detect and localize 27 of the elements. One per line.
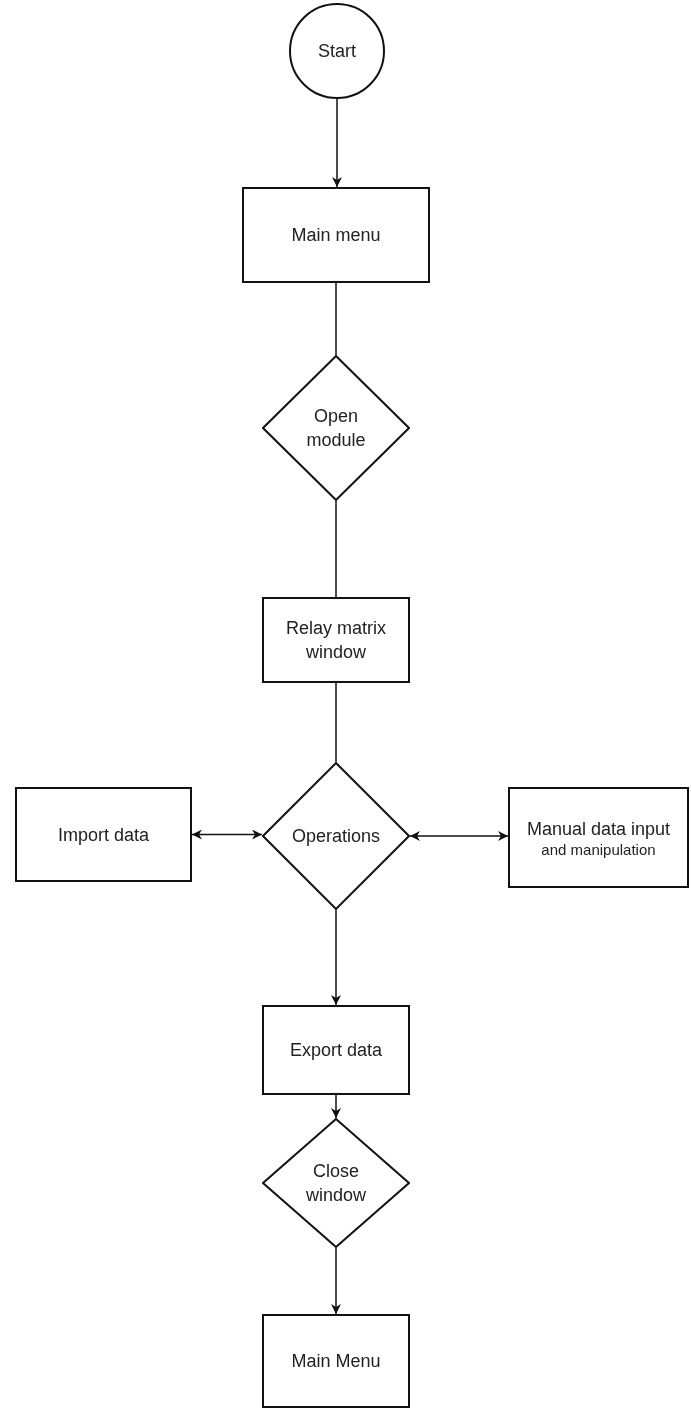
process-box xyxy=(242,187,430,283)
process-box xyxy=(262,597,410,683)
node-text: Relay matrix window xyxy=(285,617,387,664)
arrow xyxy=(191,829,263,840)
node-text: Export data xyxy=(289,1039,383,1062)
node-text: Main Menu xyxy=(291,1350,381,1373)
arrow xyxy=(409,831,509,841)
node-text: Import data xyxy=(57,823,149,847)
process-box xyxy=(262,1314,410,1408)
decision-diamond xyxy=(262,762,410,910)
node-text: and manipulation xyxy=(541,840,656,859)
arrow xyxy=(331,1247,341,1315)
process-box xyxy=(508,787,689,888)
node-text: Manual data input xyxy=(526,817,671,841)
process-box xyxy=(15,787,192,882)
decision-diamond xyxy=(262,355,410,501)
process-box xyxy=(262,1005,410,1095)
arrow xyxy=(332,98,342,188)
start-circle xyxy=(289,3,385,99)
arrow xyxy=(331,1094,341,1119)
decision-diamond xyxy=(262,1118,410,1248)
node-text: Main menu xyxy=(291,224,381,247)
arrow xyxy=(331,909,341,1006)
node-text: Start xyxy=(318,40,356,63)
node-text: Operations xyxy=(291,825,381,848)
node-text: Open module xyxy=(305,405,367,452)
node-text: Close window xyxy=(305,1160,367,1207)
